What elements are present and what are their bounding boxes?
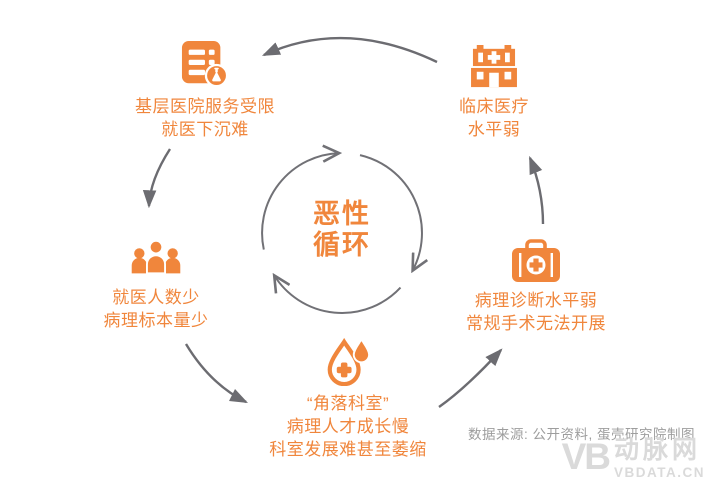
center-title-line2: 循环 (313, 230, 371, 260)
node-pathology-diagnosis: 病理诊断水平弱 常规手术无法开展 (426, 239, 646, 335)
node-clinical-line1: 临床医疗 (459, 97, 529, 116)
node-grassroots-line2: 就医下沉难 (161, 120, 249, 139)
node-grassroots-hospitals: 基层医院服务受限 就医下沉难 (85, 41, 325, 141)
node-patient-volume: 就医人数少 病理标本量少 (46, 240, 266, 332)
node-corner-line1: “角落科室” (306, 394, 390, 413)
node-patients-line1: 就医人数少 (112, 288, 200, 307)
node-corner-line3: 科室发展难甚至萎缩 (269, 440, 427, 459)
center-cycle-title: 恶性 循环 (262, 199, 422, 261)
node-clinical-care: 临床医疗 水平弱 (404, 45, 584, 141)
first-aid-kit-icon (426, 239, 646, 283)
document-flask-icon (85, 41, 325, 89)
arrow-pathology-to-clinical (528, 155, 545, 225)
arrow-grassroots-to-patients (142, 148, 172, 209)
node-patients-line2: 病理标本量少 (103, 311, 209, 330)
node-corner-line2: 病理人才成长慢 (286, 417, 410, 436)
node-pathology-line1: 病理诊断水平弱 (474, 291, 598, 310)
node-grassroots-line1: 基层医院服务受限 (135, 97, 275, 116)
data-source-note: 数据来源: 公开资料, 蛋壳研究院制图 (467, 427, 695, 442)
vb-logo-icon: VB (561, 436, 611, 477)
node-corner-department: “角落科室” 病理人才成长慢 科室发展难甚至萎缩 (228, 338, 468, 461)
vbdata-watermark: VB 动脉网 VBDATA.CN (561, 436, 705, 481)
watermark-brand-name: 动脉网 (614, 436, 702, 464)
watermark-domain: VBDATA.CN (614, 465, 705, 480)
droplet-cross-icon (228, 338, 468, 386)
center-title-line1: 恶性 (313, 199, 371, 229)
hospital-building-icon (404, 45, 584, 89)
node-clinical-line2: 水平弱 (467, 120, 521, 139)
people-group-icon (46, 240, 266, 280)
node-pathology-line2: 常规手术无法开展 (466, 314, 606, 333)
